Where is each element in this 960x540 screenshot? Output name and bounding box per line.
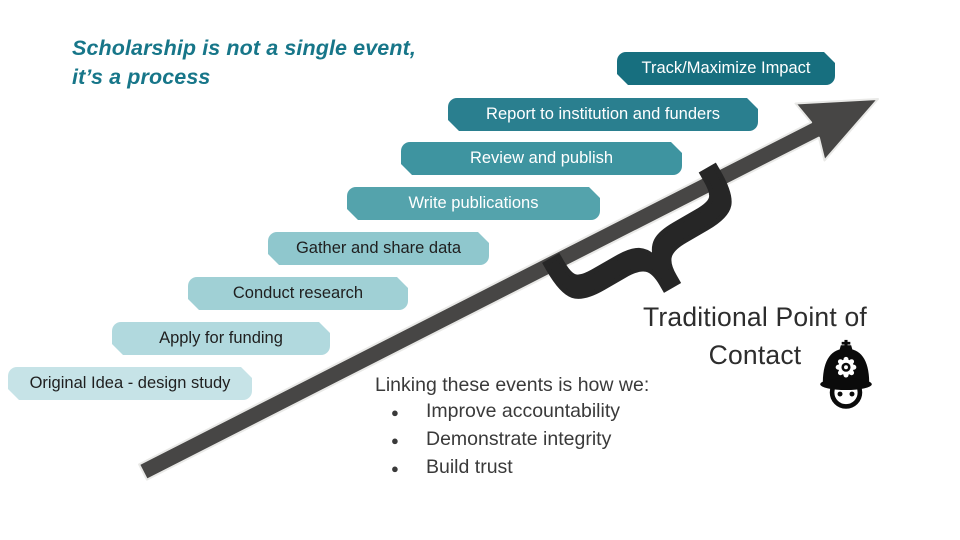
- callout-line1: Traditional Point of: [643, 302, 867, 332]
- bullet-item: ● Demonstrate integrity: [375, 426, 649, 454]
- step-box: Report to institution and funders: [448, 98, 758, 131]
- bullet-text: Build trust: [426, 456, 513, 478]
- step-box: Conduct research: [188, 277, 408, 310]
- helmet-badge: [835, 356, 857, 378]
- linking-block: Linking these events is how we: ● Improve…: [375, 372, 649, 482]
- bullet-dot-icon: ●: [391, 405, 399, 420]
- bullet-text: Demonstrate integrity: [426, 428, 612, 450]
- callout-line2: Contact: [708, 340, 802, 370]
- step-box: Track/Maximize Impact: [617, 52, 835, 85]
- bullet-item: ● Build trust: [375, 454, 649, 482]
- bullet-item: ● Improve accountability: [375, 398, 649, 426]
- step-box: Write publications: [347, 187, 600, 220]
- bullet-text: Improve accountability: [426, 400, 621, 422]
- step-box: Gather and share data: [268, 232, 489, 265]
- callout-label: Traditional Point of Contact: [630, 298, 880, 374]
- bullet-list: ● Improve accountability ● Demonstrate inte…: [375, 398, 649, 482]
- step-box: Apply for funding: [112, 322, 330, 355]
- police-officer-icon: [820, 339, 872, 409]
- step-box: Original Idea - design study: [8, 367, 252, 400]
- bullet-dot-icon: ●: [391, 433, 399, 448]
- slide-title-line2: it’s a process: [72, 65, 211, 89]
- slide-title: Scholarship is not a single event, it’s …: [72, 34, 416, 92]
- step-box: Review and publish: [401, 142, 682, 175]
- slide-title-line1: Scholarship is not a single event,: [72, 36, 416, 60]
- bullet-dot-icon: ●: [391, 461, 399, 476]
- linking-heading: Linking these events is how we:: [375, 374, 650, 396]
